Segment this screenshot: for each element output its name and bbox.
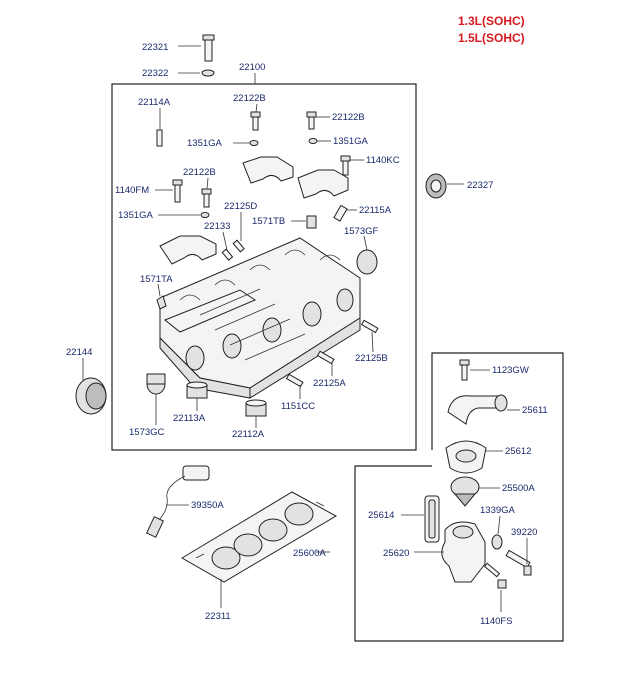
label-25620: 25620	[383, 548, 409, 559]
part-labels: 22321 22322 22100 22114A 22122B 22122B 1…	[66, 42, 548, 627]
washer-1351GA-b	[308, 138, 318, 144]
washer-1351GA-a	[249, 140, 259, 146]
label-22311: 22311	[205, 611, 231, 622]
pin-22125D	[232, 239, 245, 253]
label-22114A: 22114A	[138, 97, 171, 108]
label-22125D: 22125D	[224, 201, 257, 212]
plug-1339GA	[491, 534, 503, 550]
cam-cap-right	[297, 169, 349, 199]
head-gasket-25600A	[181, 491, 338, 583]
cylinder-head	[159, 237, 361, 399]
label-25600A: 25600A	[293, 548, 326, 559]
washer-1351GA-c	[200, 212, 210, 218]
plug-1571TB	[306, 215, 317, 229]
bolt-1140FS	[483, 562, 507, 589]
bolt-22321	[202, 34, 215, 62]
cap-1573GF	[356, 249, 378, 275]
bolt-1140FM	[172, 179, 183, 203]
label-22112A: 22112A	[232, 429, 265, 440]
washer-22322	[201, 69, 215, 77]
plug-1573GC	[146, 373, 166, 395]
label-1140FS: 1140FS	[480, 616, 513, 627]
bolt-1140KC	[340, 155, 351, 176]
thermostat-box	[354, 352, 564, 642]
pin-22125A	[316, 350, 335, 365]
label-1351GA-c: 1351GA	[118, 210, 154, 221]
bolt-22122B-c	[201, 188, 212, 208]
label-22321: 22321	[142, 42, 168, 53]
label-1339GA: 1339GA	[480, 505, 516, 516]
label-1123GW: 1123GW	[492, 365, 529, 376]
bolt-22122B-b	[306, 111, 317, 130]
label-1140FM: 1140FM	[115, 185, 149, 196]
pin-22115A	[333, 204, 348, 222]
engine-spec-1: 1.3L(SOHC)	[458, 14, 525, 28]
seal-22327	[425, 173, 447, 199]
label-22122B-a: 22122B	[233, 93, 266, 104]
pin-22125B	[360, 319, 379, 334]
pin-22133	[221, 248, 234, 261]
label-22322: 22322	[142, 68, 168, 79]
label-25612: 25612	[505, 446, 531, 457]
label-25500A: 25500A	[502, 483, 535, 494]
label-25614: 25614	[368, 510, 394, 521]
label-1151CC: 1151CC	[281, 401, 315, 412]
label-1571TB: 1571TB	[252, 216, 285, 227]
cam-cap-mid	[242, 156, 294, 184]
cylinder-head-box	[111, 83, 417, 451]
label-22113A: 22113A	[173, 413, 206, 424]
cam-cap-left	[159, 235, 217, 265]
label-22144: 22144	[66, 347, 92, 358]
label-22125A: 22125A	[313, 378, 346, 389]
seal-22144	[75, 377, 107, 415]
bolt-22122B-a	[250, 111, 261, 131]
plug-1571TA	[156, 295, 167, 310]
housing-25620	[441, 521, 486, 583]
sensor-39220	[505, 549, 532, 576]
label-22122B-b: 22122B	[332, 112, 365, 123]
label-25611: 25611	[522, 405, 548, 416]
leader-lines	[155, 103, 374, 428]
dowel-22114A	[156, 129, 163, 147]
label-1351GA-b: 1351GA	[333, 136, 369, 147]
label-22327: 22327	[467, 180, 493, 191]
label-22125B: 22125B	[355, 353, 388, 364]
thermostat-25500A	[450, 476, 480, 507]
plug-22113A	[186, 381, 208, 399]
label-22122B-c: 22122B	[183, 167, 216, 178]
label-1140KC: 1140KC	[366, 155, 400, 166]
label-39350A: 39350A	[191, 500, 224, 511]
plug-22112A	[245, 399, 267, 417]
label-1573GC: 1573GC	[129, 427, 165, 438]
bolt-1123GW	[459, 359, 470, 381]
pin-1151CC	[285, 373, 304, 388]
label-1351GA-a: 1351GA	[187, 138, 223, 149]
gasket-25614	[424, 495, 440, 543]
label-1571TA: 1571TA	[140, 274, 173, 285]
engine-spec-2: 1.5L(SOHC)	[458, 31, 525, 45]
label-22133: 22133	[204, 221, 230, 232]
label-22115A: 22115A	[359, 205, 392, 216]
label-1573GF: 1573GF	[344, 226, 379, 237]
label-22100: 22100	[239, 62, 265, 73]
outlet-25611	[447, 394, 508, 425]
gasket-25612	[445, 440, 487, 474]
sensor-39350A	[146, 465, 210, 538]
label-39220: 39220	[511, 527, 537, 538]
